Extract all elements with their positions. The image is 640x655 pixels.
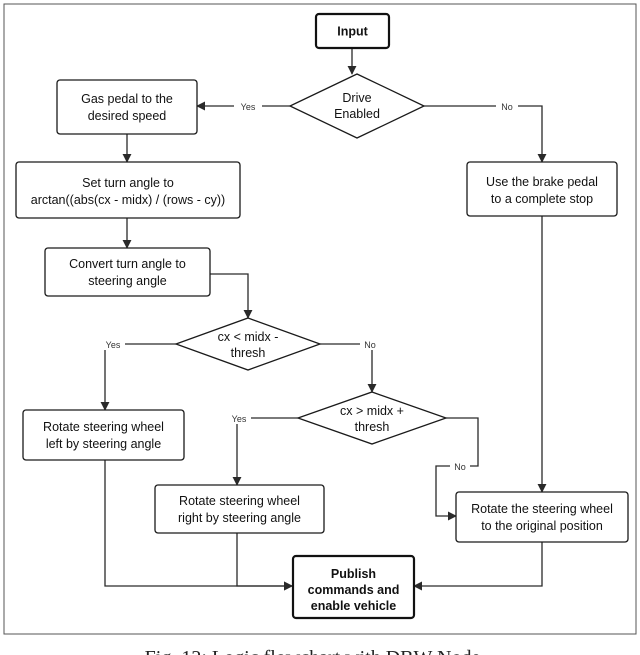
svg-text:thresh: thresh <box>355 420 390 434</box>
svg-text:steering angle: steering angle <box>88 274 167 288</box>
label-drive-yes: Yes <box>234 100 262 112</box>
svg-text:cx < midx -: cx < midx - <box>218 330 279 344</box>
edge-greater-yes <box>232 417 298 486</box>
svg-text:cx > midx +: cx > midx + <box>340 404 404 418</box>
svg-text:to the original position: to the original position <box>481 519 603 533</box>
svg-text:Input: Input <box>337 25 368 39</box>
edge-drive-no <box>424 105 547 163</box>
svg-text:Convert turn angle to: Convert turn angle to <box>69 257 186 271</box>
edge-left-to-publish <box>104 460 293 591</box>
node-cx-less-than: cx < midx - thresh <box>174 317 322 371</box>
svg-text:Use the brake pedal: Use the brake pedal <box>486 175 598 189</box>
edge-less-no <box>320 343 377 393</box>
svg-text:thresh: thresh <box>231 346 266 360</box>
svg-text:Yes: Yes <box>232 414 247 424</box>
svg-text:left by steering angle: left by steering angle <box>46 437 161 451</box>
label-greater-yes: Yes <box>227 412 251 424</box>
edge-original-to-publish <box>413 542 543 591</box>
label-drive-no: No <box>496 100 518 112</box>
node-set-turn-angle: Set turn angle to arctan((abs(cx - midx)… <box>15 161 241 219</box>
node-rotate-left: Rotate steering wheel left by steering a… <box>22 409 185 461</box>
svg-text:to a complete stop: to a complete stop <box>491 192 593 206</box>
node-convert-turn-angle: Convert turn angle to steering angle <box>44 247 211 297</box>
node-gas-pedal: Gas pedal to the desired speed <box>56 79 198 135</box>
svg-text:arctan((abs(cx - midx) / (rows: arctan((abs(cx - midx) / (rows - cy)) <box>31 193 225 207</box>
svg-text:Publish: Publish <box>331 567 376 581</box>
svg-text:enable vehicle: enable vehicle <box>311 599 397 613</box>
label-less-no: No <box>360 338 380 350</box>
svg-text:commands and: commands and <box>308 583 400 597</box>
diagram-frame <box>3 3 637 635</box>
svg-text:No: No <box>501 102 513 112</box>
svg-text:right by steering angle: right by steering angle <box>178 511 301 525</box>
node-brake-pedal: Use the brake pedal to a complete stop <box>466 161 618 217</box>
svg-text:Gas pedal to the: Gas pedal to the <box>81 92 173 106</box>
label-greater-no: No <box>450 460 470 472</box>
node-cx-greater-than: cx > midx + thresh <box>296 391 448 445</box>
node-rotate-original: Rotate the steering wheel to the origina… <box>455 491 629 543</box>
svg-text:Rotate steering wheel: Rotate steering wheel <box>43 420 164 434</box>
edge-convert-to-less <box>210 273 253 319</box>
node-rotate-right: Rotate steering wheel right by steering … <box>154 484 325 534</box>
node-drive-enabled: Drive Enabled <box>288 73 426 139</box>
svg-text:No: No <box>454 462 466 472</box>
svg-text:Enabled: Enabled <box>334 107 380 121</box>
edge-right-to-publish <box>236 533 293 591</box>
svg-text:Rotate the steering wheel: Rotate the steering wheel <box>471 502 613 516</box>
svg-text:desired speed: desired speed <box>88 109 167 123</box>
svg-text:No: No <box>364 340 376 350</box>
svg-text:Set turn angle to: Set turn angle to <box>82 176 174 190</box>
edge-less-yes <box>100 343 176 411</box>
node-publish: Publish commands and enable vehicle <box>291 554 416 620</box>
svg-text:Rotate steering wheel: Rotate steering wheel <box>179 494 300 508</box>
svg-text:Yes: Yes <box>241 102 256 112</box>
label-less-yes: Yes <box>101 338 125 350</box>
svg-text:Drive: Drive <box>342 91 371 105</box>
node-input: Input <box>314 12 391 50</box>
svg-text:Yes: Yes <box>106 340 121 350</box>
figure-caption: Fig. 12: Logic flowchart with DBW Node..… <box>145 647 496 655</box>
